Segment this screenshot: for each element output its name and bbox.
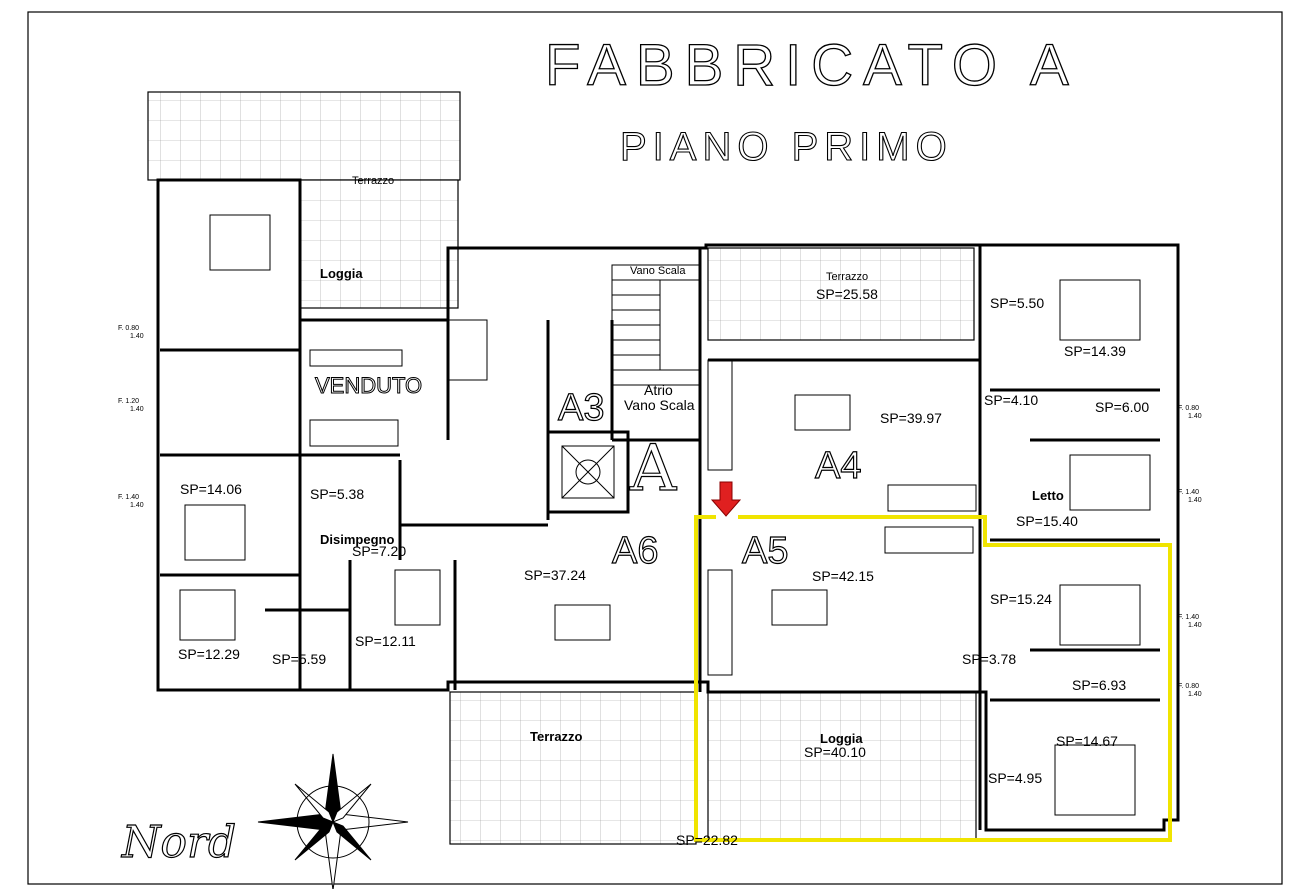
window-tag-w3b: 1.40 — [130, 502, 144, 509]
room-disimpegno-sp: SP=7.20 — [352, 543, 406, 559]
room-terrazzo-nw: Terrazzo — [352, 175, 394, 187]
bed-se2 — [1054, 744, 1136, 816]
loggia-s-area — [707, 691, 977, 841]
room-ne-bath2: SP=6.00 — [1095, 399, 1149, 415]
room-terrazzo-ne: Terrazzo — [826, 271, 868, 283]
elevator-shaft — [546, 430, 630, 514]
room-se-bed2: SP=14.67 — [1056, 733, 1118, 749]
elevator-symbol — [575, 459, 601, 485]
window-tag-w5b: 1.40 — [1188, 622, 1202, 629]
compass-rose-icon — [257, 753, 409, 889]
sofa-w — [309, 419, 399, 447]
room-ne-hall: SP=4.10 — [984, 392, 1038, 408]
room-atrio: Atrio — [644, 382, 673, 398]
window-tag-w7b: 1.40 — [1188, 691, 1202, 698]
room-sw-bath: SP=5.59 — [272, 651, 326, 667]
bed-ne — [1059, 279, 1141, 341]
room-vano-scala: Vano Scala — [630, 265, 686, 277]
room-se-hall: SP=3.78 — [962, 651, 1016, 667]
room-a6-living: SP=37.24 — [524, 567, 586, 583]
bed-sw2 — [394, 569, 441, 626]
terrazzo-nw-area — [147, 91, 461, 181]
window-tag-w2: F. 1.20 — [118, 398, 139, 405]
window-tag-w5: F. 1.40 — [1178, 614, 1199, 621]
bed-nw — [209, 214, 271, 271]
unit-label-a5: A5 — [742, 530, 788, 572]
sofa-a4 — [887, 484, 977, 512]
room-disimpegno: Disimpegno — [320, 532, 394, 547]
unit-label-a6: A6 — [612, 530, 658, 572]
window-tag-w2b: 1.40 — [130, 406, 144, 413]
room-bottom-sp: SP=22.82 — [676, 832, 738, 848]
compass-label: Nord — [121, 817, 236, 868]
room-ne-bed: SP=14.39 — [1064, 343, 1126, 359]
table-a6 — [554, 604, 611, 641]
window-tag-w6: F. 0.80 — [1178, 405, 1199, 412]
unit-a5-highlight — [694, 515, 1172, 842]
window-tag-w1b: 1.40 — [130, 333, 144, 340]
drawing-frame — [27, 11, 1283, 885]
table-a5 — [771, 589, 828, 626]
unit-label-a3: A3 — [558, 387, 604, 429]
room-sw-bed2: SP=12.11 — [355, 633, 416, 649]
room-letto: Letto — [1032, 488, 1064, 503]
room-se-bath2: SP=4.95 — [988, 770, 1042, 786]
room-se-bath1: SP=6.93 — [1072, 677, 1126, 693]
room-loggia-s-sp: SP=40.10 — [804, 744, 866, 760]
tv-unit-w — [309, 349, 403, 367]
stair-steps — [612, 279, 700, 371]
terrazzo-nw-area-2 — [299, 179, 459, 309]
window-tag-w7: F. 0.80 — [1178, 683, 1199, 690]
table-nw — [446, 319, 488, 381]
room-terrazzo-ne-sp: SP=25.58 — [816, 286, 878, 302]
room-w-bed: SP=14.06 — [180, 481, 242, 497]
bed-letto — [1069, 454, 1151, 511]
title-line-1: FABBRICATO A — [545, 33, 1079, 98]
room-se-bed1: SP=15.24 — [990, 591, 1052, 607]
window-tag-w4: F. 1.40 — [1178, 489, 1199, 496]
bed-w — [184, 504, 246, 561]
kitchen-a5 — [707, 569, 733, 676]
room-letto-sp: SP=15.40 — [1016, 513, 1078, 529]
title-line-2: PIANO PRIMO — [620, 125, 953, 169]
building-letter: A — [629, 432, 677, 506]
room-a4-living: SP=39.97 — [880, 410, 942, 426]
room-w-bath: SP=5.38 — [310, 486, 364, 502]
room-loggia-nw: Loggia — [320, 266, 363, 281]
room-sw-bed: SP=12.29 — [178, 646, 240, 662]
window-tag-w1: F. 0.80 — [118, 325, 139, 332]
elevator-car — [561, 445, 615, 499]
window-tag-w6b: 1.40 — [1188, 413, 1202, 420]
elevator-cross — [561, 445, 615, 499]
kitchen-a4 — [707, 359, 733, 471]
bed-sw — [179, 589, 236, 641]
room-ne-bath: SP=5.50 — [990, 295, 1044, 311]
bed-se1 — [1059, 584, 1141, 646]
room-atrio-2: Vano Scala — [624, 397, 695, 413]
sold-label: VENDUTO — [315, 373, 422, 398]
window-tag-w3: F. 1.40 — [118, 494, 139, 501]
room-loggia-s: Loggia — [820, 731, 863, 746]
room-terrazzo-s: Terrazzo — [530, 729, 583, 744]
table-a4 — [794, 394, 851, 431]
entry-arrow-icon — [710, 481, 742, 517]
terrazzo-s-area — [449, 691, 697, 845]
unit-label-a4: A4 — [815, 445, 861, 487]
room-a5-living: SP=42.15 — [812, 568, 874, 584]
terrazzo-ne-area — [707, 247, 975, 341]
sofa-a5 — [884, 526, 974, 554]
window-tag-w4b: 1.40 — [1188, 497, 1202, 504]
